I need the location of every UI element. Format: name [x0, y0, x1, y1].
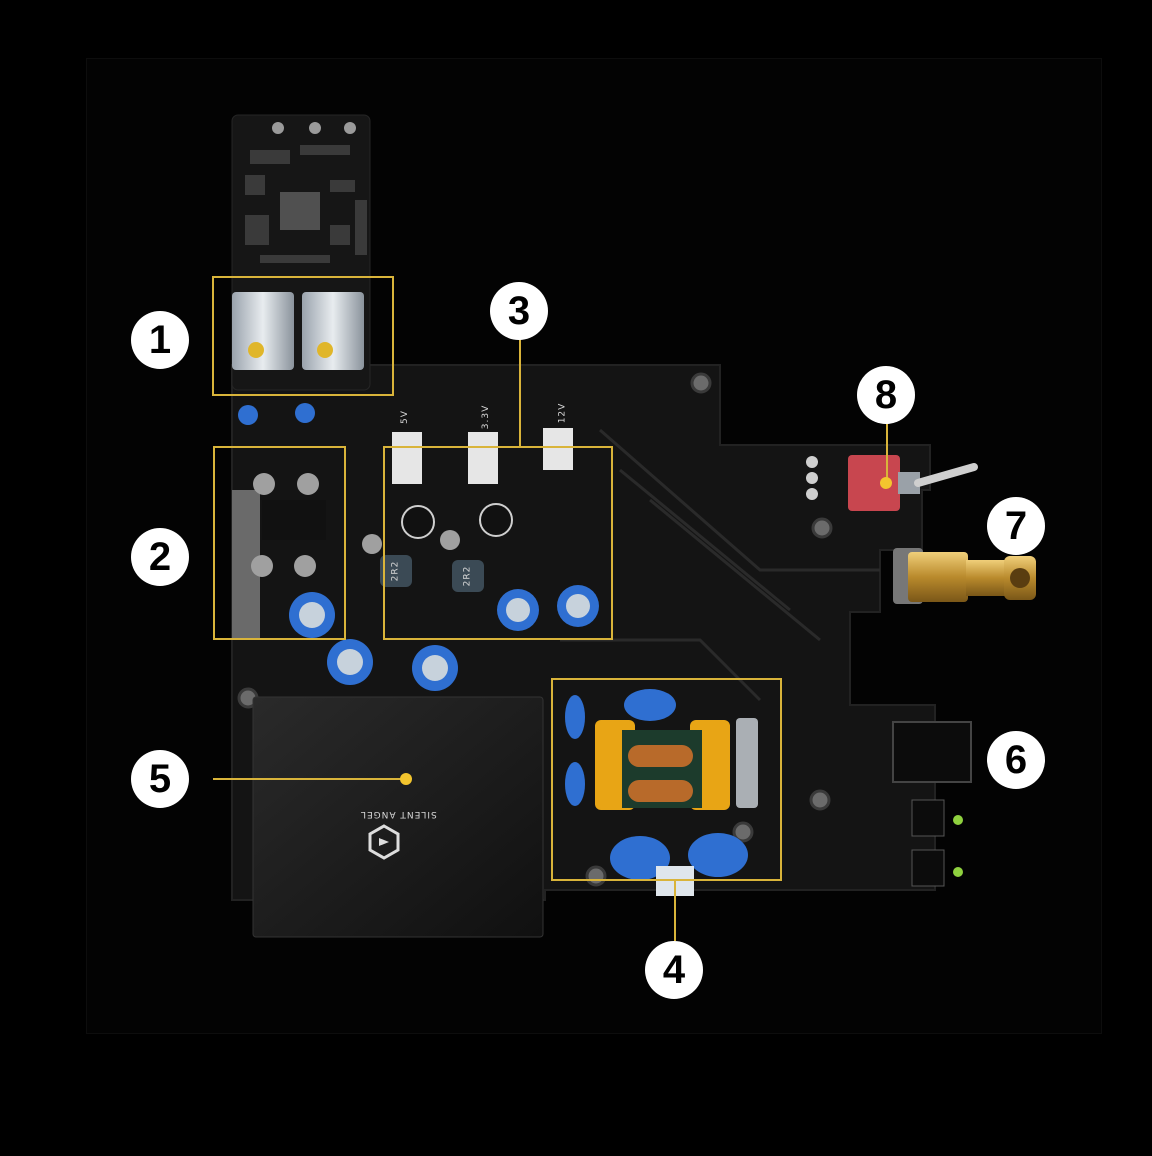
- callout-4: 4: [645, 941, 703, 999]
- silent-angel-logo-icon: [368, 824, 400, 860]
- callout-5: 5: [131, 750, 189, 808]
- callout-6: 6: [987, 731, 1045, 789]
- brand-silkscreen: SILENT ANGEL: [360, 809, 437, 819]
- callout-2: 2: [131, 528, 189, 586]
- highlight-box-3: [383, 446, 613, 640]
- highlight-box-2: [213, 446, 346, 640]
- marker-dot-8: [880, 477, 892, 489]
- transformer-cover: [252, 696, 544, 938]
- leader-line-5: [213, 778, 405, 780]
- highlight-box-4: [551, 678, 782, 881]
- rail-label-2: 3.3V: [481, 404, 492, 430]
- highlight-box-1: [212, 276, 394, 396]
- marker-dot-5: [400, 773, 412, 785]
- callout-8: 8: [857, 366, 915, 424]
- rail-label-1: 5V: [399, 410, 410, 424]
- callout-7: 7: [987, 497, 1045, 555]
- leader-line-3: [519, 338, 521, 446]
- callout-1: 1: [131, 311, 189, 369]
- rail-label-3: 12V: [557, 402, 568, 424]
- leader-line-4: [674, 881, 676, 941]
- leader-line-8: [886, 422, 888, 484]
- callout-3: 3: [490, 282, 548, 340]
